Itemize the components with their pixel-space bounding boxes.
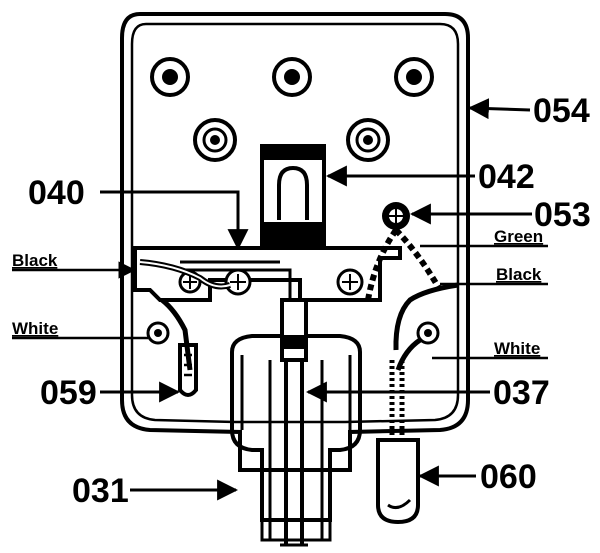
screw-green-053: [382, 202, 410, 230]
leader-054: [467, 98, 531, 120]
callout-037: 037: [493, 374, 550, 412]
screw-left-2: [224, 268, 252, 296]
leader-040: [100, 190, 249, 251]
switch-042: [260, 144, 326, 248]
callout-042: 042: [478, 158, 535, 196]
wires: [139, 227, 459, 440]
housing-outline: [120, 12, 470, 472]
callout-031: 031: [72, 472, 129, 510]
label-black-right: Black: [496, 265, 542, 284]
cap-060: [376, 438, 420, 525]
terminal-bracket: [133, 246, 402, 302]
rod-037: [280, 298, 308, 547]
callout-054: 054: [533, 92, 590, 130]
label-white-right: White: [494, 339, 540, 358]
screw-white-left: [146, 321, 170, 345]
callout-labels: 054 042 040 053 059 037 031 060: [28, 92, 591, 510]
terminal-screws: [146, 202, 440, 345]
base-031: [230, 334, 362, 542]
mounting-holes: [150, 57, 434, 162]
hole-mid-left: [193, 118, 237, 162]
connector-059: [178, 343, 198, 397]
hole-top-right: [394, 57, 434, 97]
label-green: Green: [494, 227, 543, 246]
label-black-left: Black: [12, 251, 58, 270]
callout-059: 059: [40, 374, 97, 412]
callout-060: 060: [480, 458, 537, 496]
hole-mid-right: [346, 118, 390, 162]
hole-top-left: [150, 57, 190, 97]
screw-right-1: [336, 268, 364, 296]
screw-white-right: [416, 321, 440, 345]
callout-040: 040: [28, 174, 85, 212]
label-white-left: White: [12, 319, 58, 338]
leader-lines: [12, 98, 548, 501]
hole-top-center: [272, 57, 312, 97]
callout-053: 053: [534, 196, 591, 234]
wire-labels: Black White Green Black White: [12, 227, 543, 358]
